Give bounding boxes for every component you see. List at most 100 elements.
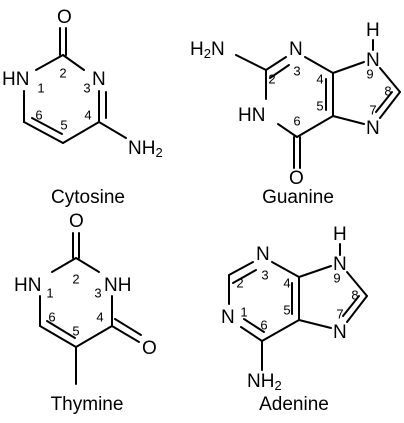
atom-n3: N (289, 39, 303, 60)
ring-number-4: 4 (96, 309, 103, 324)
atom-o4: O (142, 338, 157, 359)
atom-nh2-n: NH (247, 371, 274, 392)
atom-n9-h: H (366, 20, 380, 41)
thymine-structure: O HN NH O 1 2 3 4 5 6 Thymine (14, 211, 157, 415)
bond-c6-c5-double (31, 117, 63, 135)
ring-number-9: 9 (333, 270, 340, 285)
bond-c8-n7 (346, 295, 368, 323)
atom-n9: N (333, 254, 347, 275)
atom-hn1: HN (238, 105, 265, 126)
atom-n9: N (366, 50, 380, 71)
atom-o: O (289, 168, 304, 189)
atom-n3: N (92, 69, 106, 90)
ring-number-5: 5 (72, 323, 79, 338)
ring-number-2: 2 (72, 271, 79, 286)
bond-n1-c6 (240, 326, 263, 342)
bond-c4-nh2 (98, 121, 127, 139)
bond-nh2-c2 (235, 54, 267, 71)
bond-c4-n9 (332, 61, 365, 74)
atom-h2n-h: H (190, 39, 204, 60)
atom-nh2-n: NH (128, 138, 155, 159)
bond-c2-n3 (265, 56, 287, 71)
bond-n3-c4 (304, 56, 334, 74)
bond-n3-c2 (228, 261, 254, 276)
ring-number-3: 3 (83, 80, 90, 95)
bond-c5-c4 (75, 325, 113, 348)
atom-hn1: HN (14, 275, 41, 296)
ring-number-6: 6 (35, 107, 42, 122)
ring-number-6: 6 (260, 317, 267, 332)
bond-c6-c5-double (46, 320, 76, 339)
bond-n3-c2-double (232, 269, 257, 284)
bond-n9-c8 (379, 67, 401, 93)
bond-n9-c8 (346, 271, 368, 297)
bond-c2-n3 (75, 257, 100, 273)
atom-n1: N (221, 307, 235, 328)
bond-c4-o (111, 325, 140, 343)
ring-number-7: 7 (369, 102, 376, 117)
bond-c2-n1 (35, 54, 64, 71)
bond-c5-c4 (62, 121, 100, 144)
bond-n7-c5 (332, 115, 365, 125)
atom-h2n-n: N (211, 39, 225, 60)
cytosine-label: Cytosine (51, 187, 125, 208)
atom-n9-h: H (333, 224, 347, 245)
ring-number-2: 2 (236, 275, 243, 290)
bond-c2-n1 (51, 257, 77, 273)
cytosine-structure: O HN N NH2 1 2 3 4 5 6 Cytosine (2, 7, 163, 208)
bond-c8-n7 (379, 91, 401, 119)
atom-nh3: NH (104, 275, 131, 296)
ring-number-5: 5 (283, 302, 290, 317)
ring-number-4: 4 (283, 275, 290, 290)
atom-hn1: HN (2, 69, 29, 90)
ring-number-3: 3 (261, 267, 268, 282)
atom-h2n-sub: 2 (204, 46, 211, 61)
adenine-structure: N H N N N NH2 1 2 3 4 5 6 7 8 9 Adenine (221, 224, 368, 415)
atom-n3: N (256, 244, 270, 265)
bond-c2-n3-double (269, 64, 290, 79)
ring-number-9: 9 (366, 66, 373, 81)
ring-number-3: 3 (94, 285, 101, 300)
bond-c4-n9 (298, 265, 332, 278)
ring-number-2: 2 (268, 71, 275, 86)
atom-nh2: NH2 (128, 138, 163, 160)
ring-number-8: 8 (384, 83, 391, 98)
bond-c2-n3 (62, 54, 85, 71)
adenine-label: Adenine (259, 394, 329, 415)
ring-number-1: 1 (240, 304, 247, 319)
bond-c8-n7-double (342, 295, 360, 317)
atom-o: O (57, 7, 72, 28)
ring-number-5: 5 (60, 117, 67, 132)
ring-number-7: 7 (336, 306, 343, 321)
atom-nh2-sub: 2 (155, 145, 162, 160)
bond-n7-c5 (298, 319, 332, 329)
atom-o2: O (69, 211, 84, 232)
atom-nh2: NH2 (247, 371, 282, 393)
ring-number-5: 5 (316, 98, 323, 113)
ring-number-6: 6 (293, 113, 300, 128)
ring-number-4: 4 (316, 71, 323, 86)
ring-number-2: 2 (59, 65, 66, 80)
ring-number-4: 4 (84, 107, 91, 122)
ring-number-8: 8 (351, 287, 358, 302)
bond-c6-c5 (296, 115, 334, 138)
ring-number-3: 3 (293, 63, 300, 78)
bond-c8-n7-double (375, 91, 393, 113)
atom-h2n: H2N (190, 39, 225, 61)
ring-number-6: 6 (48, 309, 55, 324)
bond-c6-c5 (23, 121, 64, 144)
bond-c4-o-double (114, 318, 142, 336)
guanine-structure: H2N N H N HN N O 2 3 4 5 6 7 8 9 Guanine (190, 20, 401, 208)
atom-n7: N (333, 322, 347, 343)
bond-n1-c6-double (243, 318, 265, 333)
thymine-label: Thymine (51, 394, 124, 415)
atom-nh2-sub: 2 (274, 378, 281, 393)
bond-c6-c5 (39, 325, 77, 348)
guanine-label: Guanine (262, 187, 334, 208)
ring-number-1: 1 (37, 80, 44, 95)
atom-n7: N (366, 118, 380, 139)
bond-c6-c5 (261, 319, 300, 342)
ring-number-1: 1 (46, 285, 53, 300)
bond-n3-c4 (271, 261, 300, 278)
